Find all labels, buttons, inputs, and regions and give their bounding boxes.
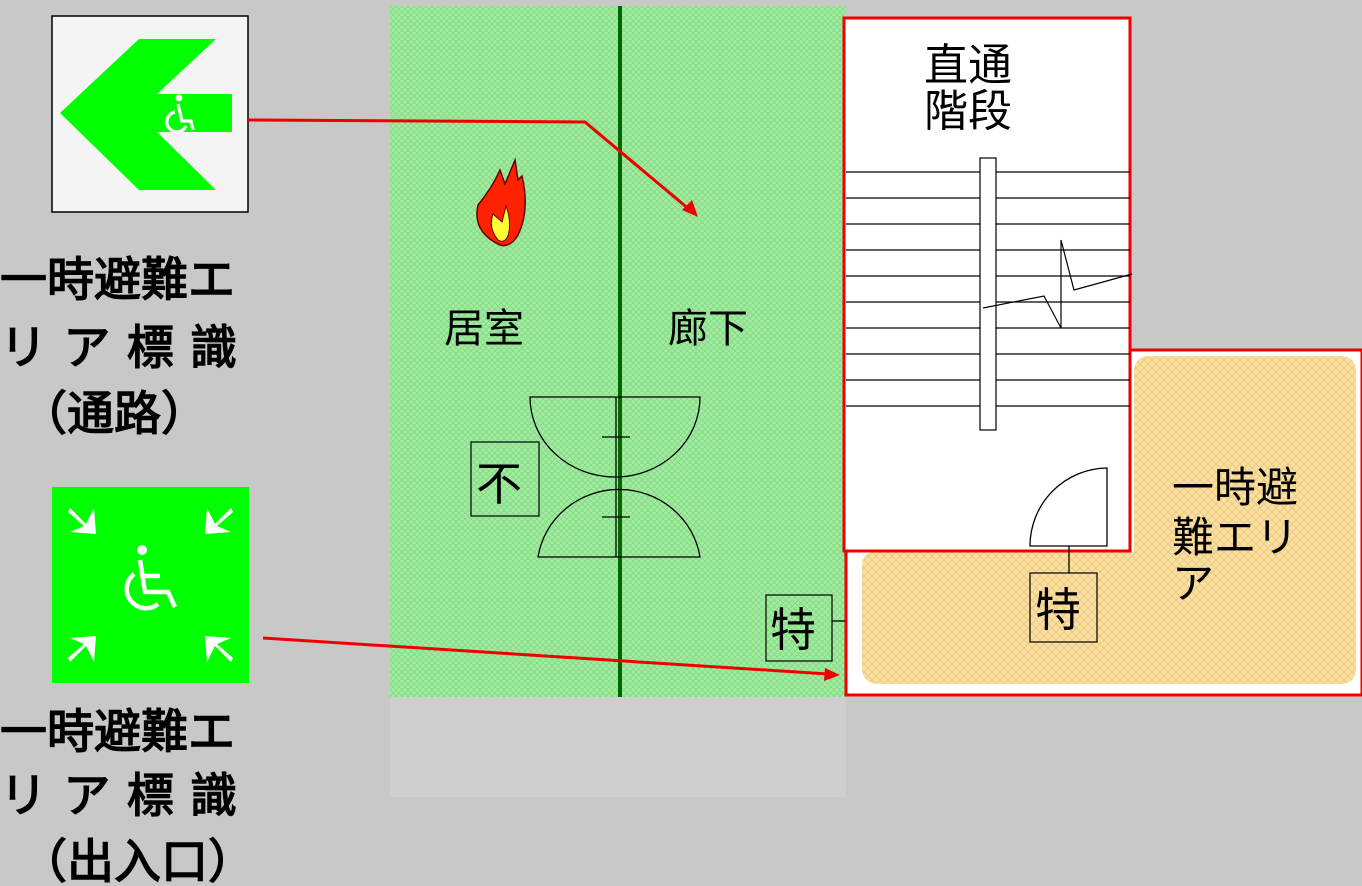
svg-text:一時避難エ: 一時避難エ [0,253,235,308]
svg-text:（通路）: （通路） [20,387,208,442]
refuge-area-label: 一時避 難エリ ア [1172,463,1298,608]
stair-break-line [982,239,1133,329]
special-door-mark-right: 特 [1029,572,1098,643]
entrance-sign-label: 一時避難エ リ ア 標 識 （出入口） [0,705,255,886]
svg-text:特: 特 [1035,583,1081,637]
entrance-sign [52,487,249,683]
passage-sign-label: 一時避難エ リ ア 標 識 （通路） [0,253,237,442]
svg-text:（出入口）: （出入口） [20,835,255,886]
entrance-sign-arrow [262,636,840,681]
fire-door [529,396,701,558]
svg-text:ア: ア [1172,559,1214,608]
lower-floor-area [390,697,846,797]
corridor-label: 廊下 [668,306,748,352]
special-door-mark-left: 特 [765,594,833,662]
svg-text:階段: 階段 [924,86,1012,137]
svg-text:難エリ: 難エリ [1172,513,1298,562]
special-door-right [1029,467,1108,573]
room-label: 居室 [444,306,524,352]
passage-sign-arrow [247,118,698,217]
refuge-area-fill [862,356,1356,684]
svg-text:一時避難エ: 一時避難エ [0,705,235,760]
svg-text:不: 不 [476,457,522,511]
svg-text:リ ア 標 識: リ ア 標 識 [0,321,237,376]
wheelchair-icon [165,94,195,134]
fire-door-mark: 不 [470,441,540,517]
stair-label: 直通 階段 [924,40,1012,137]
svg-text:リ ア 標 識: リ ア 標 識 [0,769,237,824]
passage-sign [51,15,249,213]
fire-icon [476,157,526,247]
svg-text:直通: 直通 [924,40,1012,91]
svg-text:一時避: 一時避 [1172,463,1298,512]
stair-handrail [979,157,997,431]
svg-text:特: 特 [770,603,816,657]
wheelchair-icon [124,545,178,611]
